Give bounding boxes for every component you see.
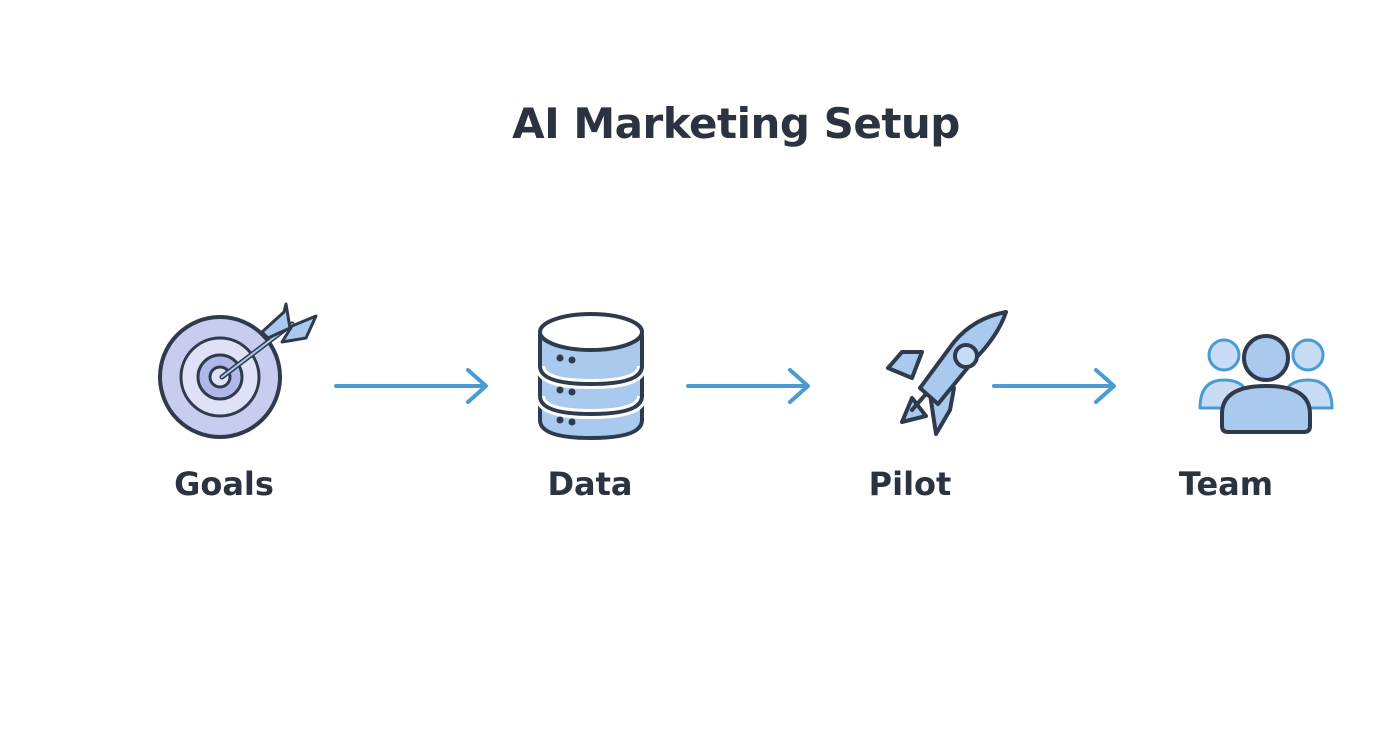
step-team: Team	[1126, 298, 1334, 538]
step-pilot: Pilot	[810, 298, 1010, 538]
diagram-title: AI Marketing Setup	[512, 99, 960, 148]
team-icon	[1166, 298, 1334, 448]
arrow-right-icon	[992, 366, 1120, 406]
step-goals: Goals	[124, 298, 324, 538]
rocket-icon	[850, 298, 1010, 448]
step-data: Data	[490, 298, 690, 538]
target-icon	[158, 298, 324, 448]
step-label: Data	[547, 465, 633, 503]
step-label: Pilot	[868, 465, 952, 503]
database-icon	[530, 298, 690, 448]
step-label: Team	[1178, 465, 1274, 503]
step-label: Goals	[174, 465, 274, 503]
arrow-right-icon	[686, 366, 814, 406]
arrow-right-icon	[334, 366, 492, 406]
